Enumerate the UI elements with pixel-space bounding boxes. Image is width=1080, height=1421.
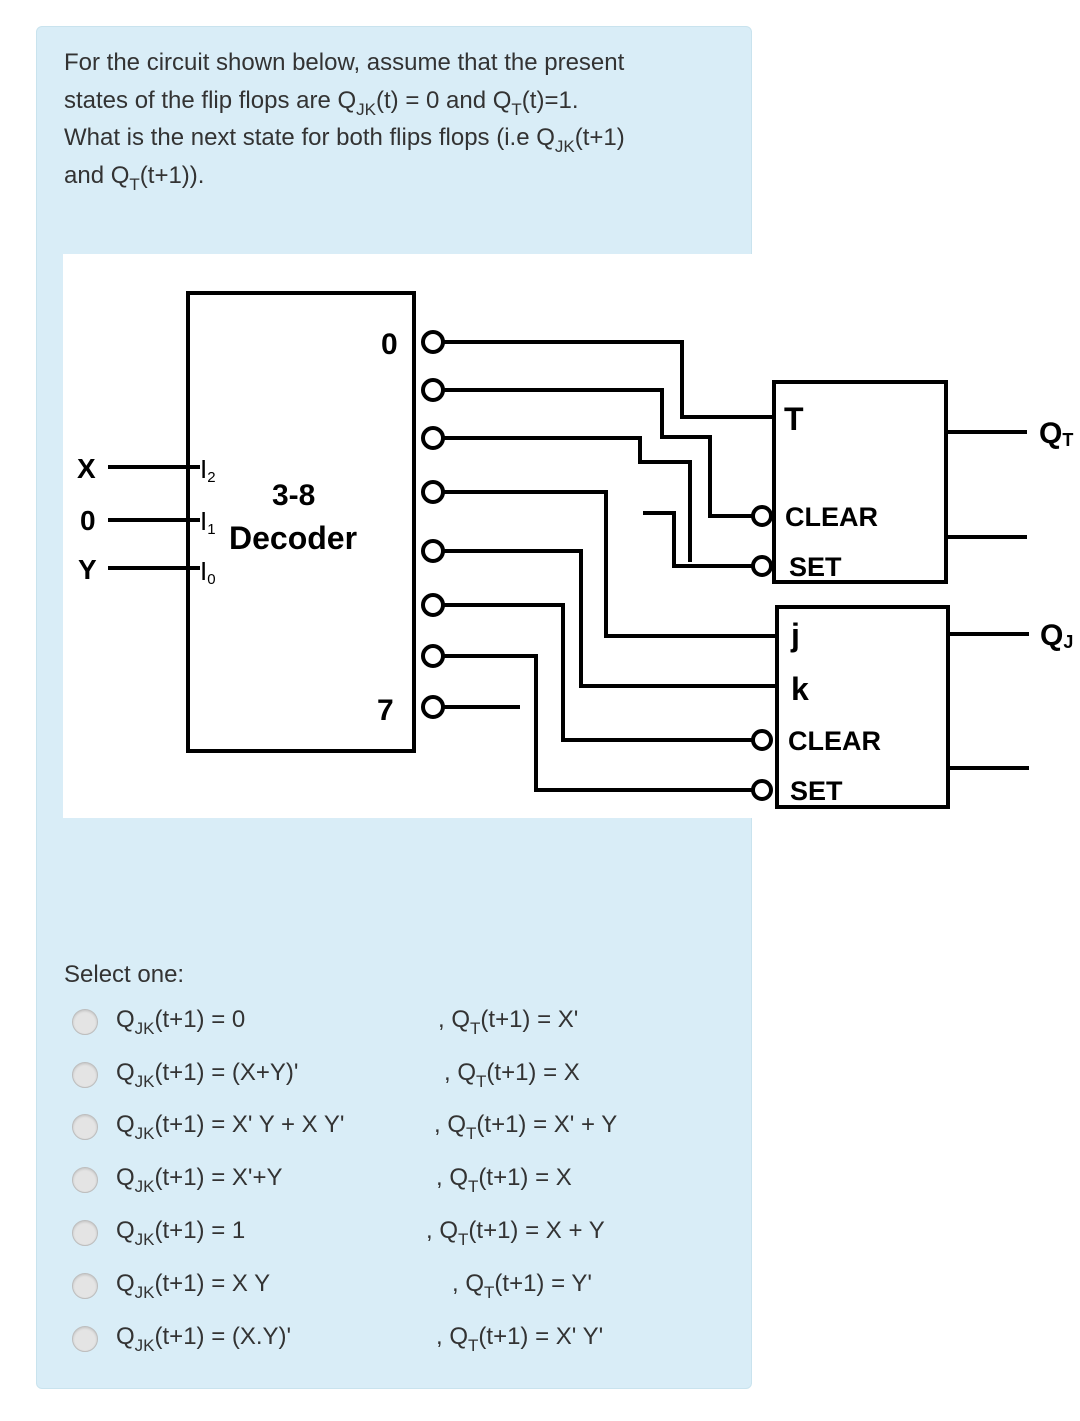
answer-option-3[interactable]: QJK(t+1) = X' Y + X Y' , QT(t+1) = X' + … (72, 1107, 732, 1147)
radio-button[interactable] (72, 1009, 98, 1035)
qt-output-label: QT (1039, 417, 1073, 450)
answer-option-2[interactable]: QJK(t+1) = (X+Y)' , QT(t+1) = X (72, 1055, 732, 1095)
radio-button[interactable] (72, 1114, 98, 1140)
question-text: For the circuit shown below, assume that… (64, 44, 744, 194)
question-line-2: states of the flip flops are QJK(t) = 0 … (64, 86, 579, 119)
option-t-expression: , QT(t+1) = X (444, 1059, 580, 1091)
decoder-label-3-8: 3-8 (272, 479, 315, 512)
decoder-output-label-0: 0 (381, 328, 398, 361)
jk-set-bubble (751, 779, 773, 801)
answer-option-7[interactable]: QJK(t+1) = (X.Y)' , QT(t+1) = X' Y' (72, 1319, 732, 1359)
circuit-diagram: X 0 Y I2 I1 I0 3-8 Decoder 0 7 T CLEAR S… (63, 254, 1080, 818)
answer-option-6[interactable]: QJK(t+1) = X Y , QT(t+1) = Y' (72, 1266, 732, 1306)
option-jk-expression: QJK(t+1) = X Y (116, 1270, 271, 1302)
wire-output-6-to-jk-set (443, 654, 752, 792)
option-jk-expression: QJK(t+1) = 0 (116, 1006, 246, 1038)
wire-to-t-set (643, 511, 752, 568)
input-label-x: X (77, 453, 96, 484)
t-input-label: T (784, 401, 804, 437)
question-line-3: What is the next state for both flips fl… (64, 124, 625, 156)
wire-output-3-to-j (443, 490, 779, 638)
option-t-expression: , QT(t+1) = X' Y' (436, 1323, 604, 1355)
wire-output-2 (443, 436, 692, 562)
t-set-bubble (751, 555, 773, 577)
option-jk-expression: QJK(t+1) = (X+Y)' (116, 1059, 299, 1091)
pin-label-i1: I1 (200, 506, 216, 538)
option-t-expression: , QT(t+1) = X' (438, 1006, 579, 1038)
option-t-expression: , QT(t+1) = X' + Y (434, 1111, 618, 1143)
t-clear-label: CLEAR (785, 502, 878, 532)
option-t-expression: , QT(t+1) = Y' (452, 1270, 592, 1302)
option-t-expression: , QT(t+1) = X + Y (426, 1217, 605, 1249)
option-jk-expression: QJK(t+1) = X' Y + X Y' (116, 1111, 345, 1143)
radio-button[interactable] (72, 1220, 98, 1246)
j-input-label: j (790, 617, 800, 653)
question-line-1: For the circuit shown below, assume that… (64, 49, 625, 76)
answer-option-4[interactable]: QJK(t+1) = X'+Y , QT(t+1) = X (72, 1160, 732, 1200)
input-label-y: Y (78, 554, 97, 585)
pin-label-i0: I0 (200, 556, 216, 588)
wire-output-4-to-k (443, 549, 779, 688)
decoder-output-label-7: 7 (377, 694, 394, 727)
jk-clear-label: CLEAR (788, 726, 881, 756)
option-jk-expression: QJK(t+1) = (X.Y)' (116, 1323, 292, 1355)
option-jk-expression: QJK(t+1) = 1 (116, 1217, 246, 1249)
input-label-0: 0 (80, 505, 96, 536)
diagram-background (63, 254, 1080, 818)
answer-option-1[interactable]: QJK(t+1) = 0 , QT(t+1) = X' (72, 1002, 732, 1042)
t-clear-bubble (751, 505, 773, 527)
option-jk-expression: QJK(t+1) = X'+Y (116, 1164, 283, 1196)
radio-button[interactable] (72, 1273, 98, 1299)
t-flipflop-box (772, 380, 948, 584)
radio-button[interactable] (72, 1167, 98, 1193)
radio-button[interactable] (72, 1062, 98, 1088)
k-input-label: k (791, 671, 809, 707)
qj-output-label: QJ (1040, 619, 1073, 652)
decoder-label-decoder: Decoder (229, 520, 357, 556)
pin-label-i2: I2 (200, 454, 216, 486)
jk-flipflop-box (775, 605, 950, 809)
radio-button[interactable] (72, 1326, 98, 1352)
question-line-4: and QT(t+1)). (64, 161, 205, 194)
option-t-expression: , QT(t+1) = X (436, 1164, 572, 1196)
t-set-label: SET (789, 552, 842, 582)
wire-output-5-to-jk-clear (443, 603, 752, 742)
wire-output-0-to-t (443, 340, 776, 419)
jk-set-label: SET (790, 776, 843, 806)
select-one-label: Select one: (64, 961, 185, 988)
answer-option-5[interactable]: QJK(t+1) = 1 , QT(t+1) = X + Y (72, 1213, 732, 1253)
wire-output-1-to-t-clear (443, 388, 752, 518)
jk-clear-bubble (751, 729, 773, 751)
